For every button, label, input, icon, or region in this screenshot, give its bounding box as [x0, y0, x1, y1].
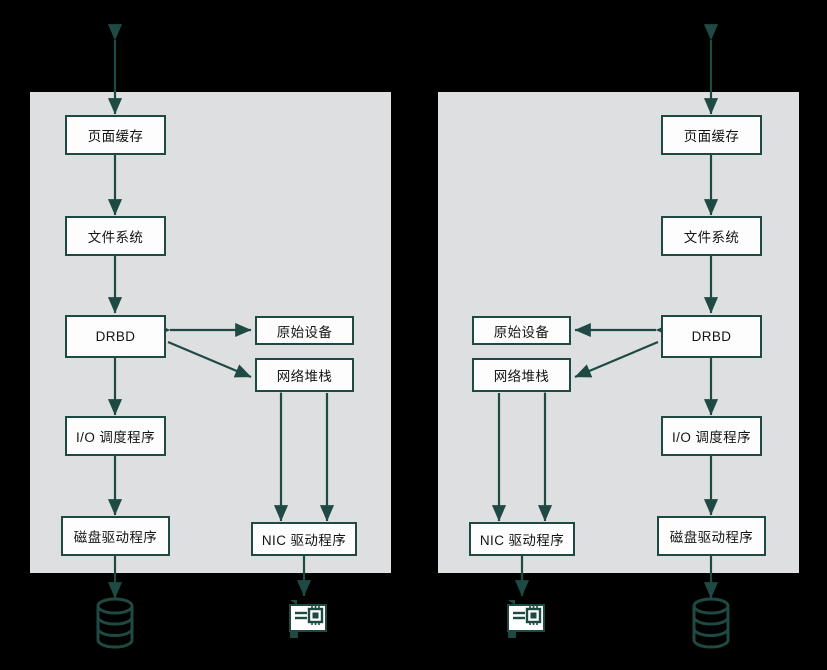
left-node-raw-device[interactable]: 原始设备 — [255, 316, 354, 345]
right-database-cylinder-icon — [688, 595, 734, 651]
left-node-disk-driver[interactable]: 磁盘驱动程序 — [61, 516, 170, 556]
right-node-network-stack[interactable]: 网络堆栈 — [472, 358, 571, 392]
right-node-file-system[interactable]: 文件系统 — [661, 216, 762, 256]
left-network-interface-card-icon — [281, 596, 329, 642]
right-node-disk-driver[interactable]: 磁盘驱动程序 — [657, 516, 766, 556]
left-node-io-scheduler[interactable]: I/O 调度程序 — [65, 416, 166, 456]
right-node-nic-driver[interactable]: NIC 驱动程序 — [469, 522, 575, 556]
right-network-interface-card-icon — [499, 596, 547, 642]
right-node-drbd[interactable]: DRBD — [661, 315, 762, 358]
left-node-drbd[interactable]: DRBD — [65, 315, 166, 358]
right-node-io-scheduler[interactable]: I/O 调度程序 — [661, 416, 762, 456]
right-node-page-cache[interactable]: 页面缓存 — [661, 115, 762, 155]
left-database-cylinder-icon — [92, 595, 138, 651]
left-node-page-cache[interactable]: 页面缓存 — [65, 115, 166, 155]
left-node-file-system[interactable]: 文件系统 — [65, 216, 166, 256]
right-node-raw-device[interactable]: 原始设备 — [472, 316, 571, 345]
left-node-nic-driver[interactable]: NIC 驱动程序 — [251, 522, 357, 556]
left-node-network-stack[interactable]: 网络堆栈 — [255, 358, 354, 392]
